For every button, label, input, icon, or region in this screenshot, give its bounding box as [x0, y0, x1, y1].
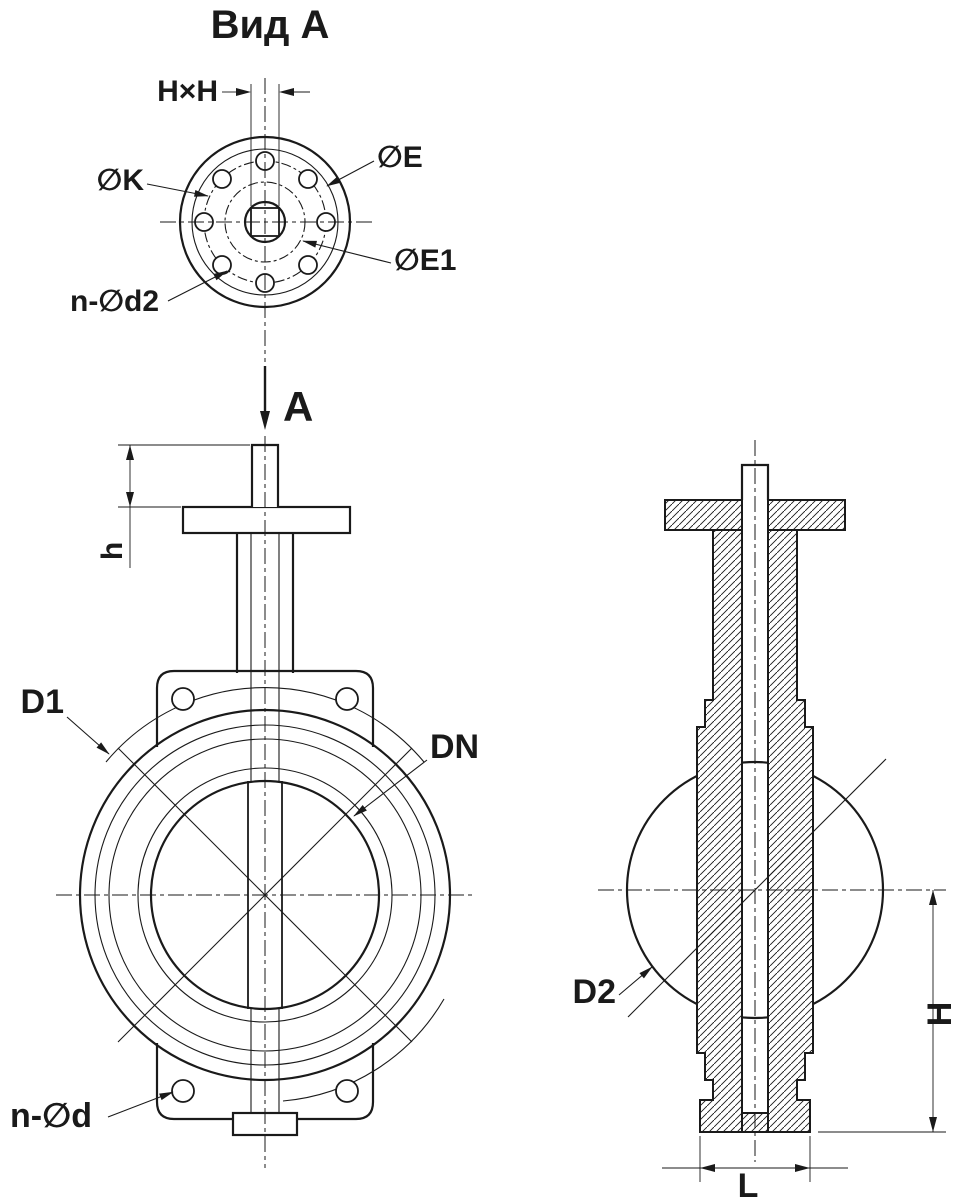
dimension-arrow — [279, 88, 294, 96]
diagonal-line — [627, 758, 887, 1018]
lug-hole — [171, 1079, 195, 1103]
top-plate-section-left — [664, 499, 743, 531]
dimension-arrow — [795, 1164, 810, 1172]
leader-dn: DN — [353, 728, 479, 817]
leader-line — [167, 270, 228, 302]
section-arrow-head — [260, 411, 270, 430]
dimension-arrow — [929, 890, 937, 905]
front-view: h D1 DN n-∅d — [10, 436, 479, 1168]
leader-line — [618, 966, 653, 996]
iso-top-plate — [181, 505, 352, 535]
body-wall-section-right — [767, 529, 814, 1133]
leader-d2: D2 — [573, 966, 653, 1011]
bolt-hole — [212, 255, 232, 275]
dim-l-label: L — [738, 1167, 759, 1200]
label-d1: D1 — [21, 683, 64, 721]
leader-de1: ∅E1 — [302, 240, 456, 277]
label-d2: D2 — [573, 973, 616, 1011]
lug-hole — [171, 687, 195, 711]
shaft-line — [250, 533, 280, 781]
leader-dk: ∅K — [97, 164, 209, 197]
dim-h-stem: h — [96, 444, 250, 568]
body-wall-section-left — [696, 529, 743, 1133]
stem-top-side — [740, 463, 770, 500]
top-plate-section-right — [767, 499, 846, 531]
leader-nd2: n-∅d2 — [70, 270, 228, 318]
leader-line — [353, 759, 428, 817]
d1-arc-bottom — [282, 998, 445, 1102]
leader-line — [326, 160, 375, 187]
bolt-hole — [298, 169, 318, 189]
leader-de: ∅E — [326, 141, 423, 187]
dim-h-total-label: H — [921, 1002, 953, 1027]
section-arrow-a: A — [260, 366, 313, 430]
label-dk: ∅K — [97, 164, 145, 197]
dim-h-stem-label: h — [96, 542, 129, 560]
dim-hxh-label: H×H — [157, 75, 218, 108]
side-view: D2 H L — [573, 440, 953, 1200]
dimension-arrow — [126, 445, 134, 460]
label-de: ∅E — [377, 141, 423, 174]
leader-nd: n-∅d — [10, 1091, 174, 1135]
dim-l: L — [662, 1136, 848, 1200]
leader-line — [146, 183, 209, 197]
dimension-arrow — [236, 88, 251, 96]
dimension-arrow — [929, 1117, 937, 1132]
bolt-hole — [298, 255, 318, 275]
dim-h-total: H — [818, 890, 953, 1133]
dimension-arrow — [126, 492, 134, 507]
leader-d1: D1 — [21, 683, 110, 755]
shaft-line — [250, 1009, 280, 1113]
lug-hole — [335, 687, 359, 711]
dim-hxh: H×H — [157, 75, 310, 206]
label-nd: n-∅d — [10, 1097, 92, 1135]
label-de1: ∅E1 — [394, 244, 456, 277]
label-dn: DN — [430, 728, 479, 766]
dimension-arrow — [700, 1164, 715, 1172]
label-nd2: n-∅d2 — [70, 285, 159, 318]
top-view: Вид А H×H ∅K — [70, 3, 456, 362]
leader-line — [107, 1091, 174, 1118]
lug-hole — [335, 1079, 359, 1103]
view-a-title: Вид А — [211, 3, 330, 47]
d1-arc-top — [105, 687, 425, 763]
bolt-hole — [212, 169, 232, 189]
section-label: A — [283, 383, 313, 430]
leader-line — [66, 716, 110, 755]
leader-line — [302, 240, 392, 264]
